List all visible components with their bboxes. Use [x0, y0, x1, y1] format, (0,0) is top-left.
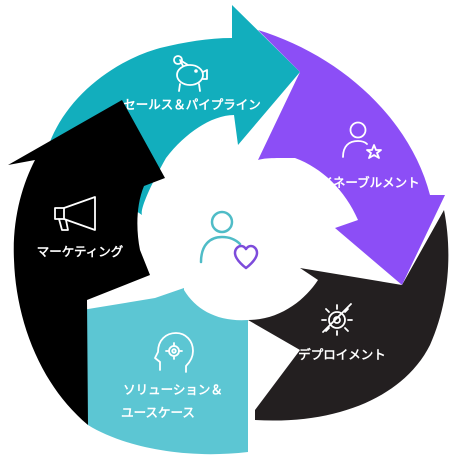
- solutions-label-line2: ユースケース: [121, 405, 195, 420]
- deployment-arrow: [248, 210, 449, 421]
- solutions-arrow: [82, 288, 248, 455]
- wrench-gear-icon: [321, 303, 353, 336]
- megaphone-icon: [54, 196, 96, 231]
- center-hub: [172, 179, 288, 295]
- solutions-label-line1: ソリューション＆: [123, 382, 223, 397]
- enablement-arrow: [258, 30, 445, 285]
- deployment-label: デプロイメント: [298, 347, 386, 362]
- marketing-arrow: [8, 100, 165, 425]
- segment-marketing: マーケティング: [8, 100, 165, 425]
- piggy-bank-icon: [173, 55, 208, 92]
- person-heart-icon: [199, 210, 259, 270]
- person-star-icon: [342, 121, 382, 159]
- segment-solutions: ソリューション＆ ユースケース: [82, 288, 248, 455]
- sales-label: セールス＆パイプライン: [123, 97, 261, 112]
- marketing-label: マーケティング: [37, 244, 124, 259]
- head-gear-icon: [154, 332, 194, 373]
- segment-enablement: イネーブルメント: [258, 30, 445, 285]
- segment-deployment: デプロイメント: [248, 210, 449, 421]
- enablement-label: イネーブルメント: [320, 175, 419, 190]
